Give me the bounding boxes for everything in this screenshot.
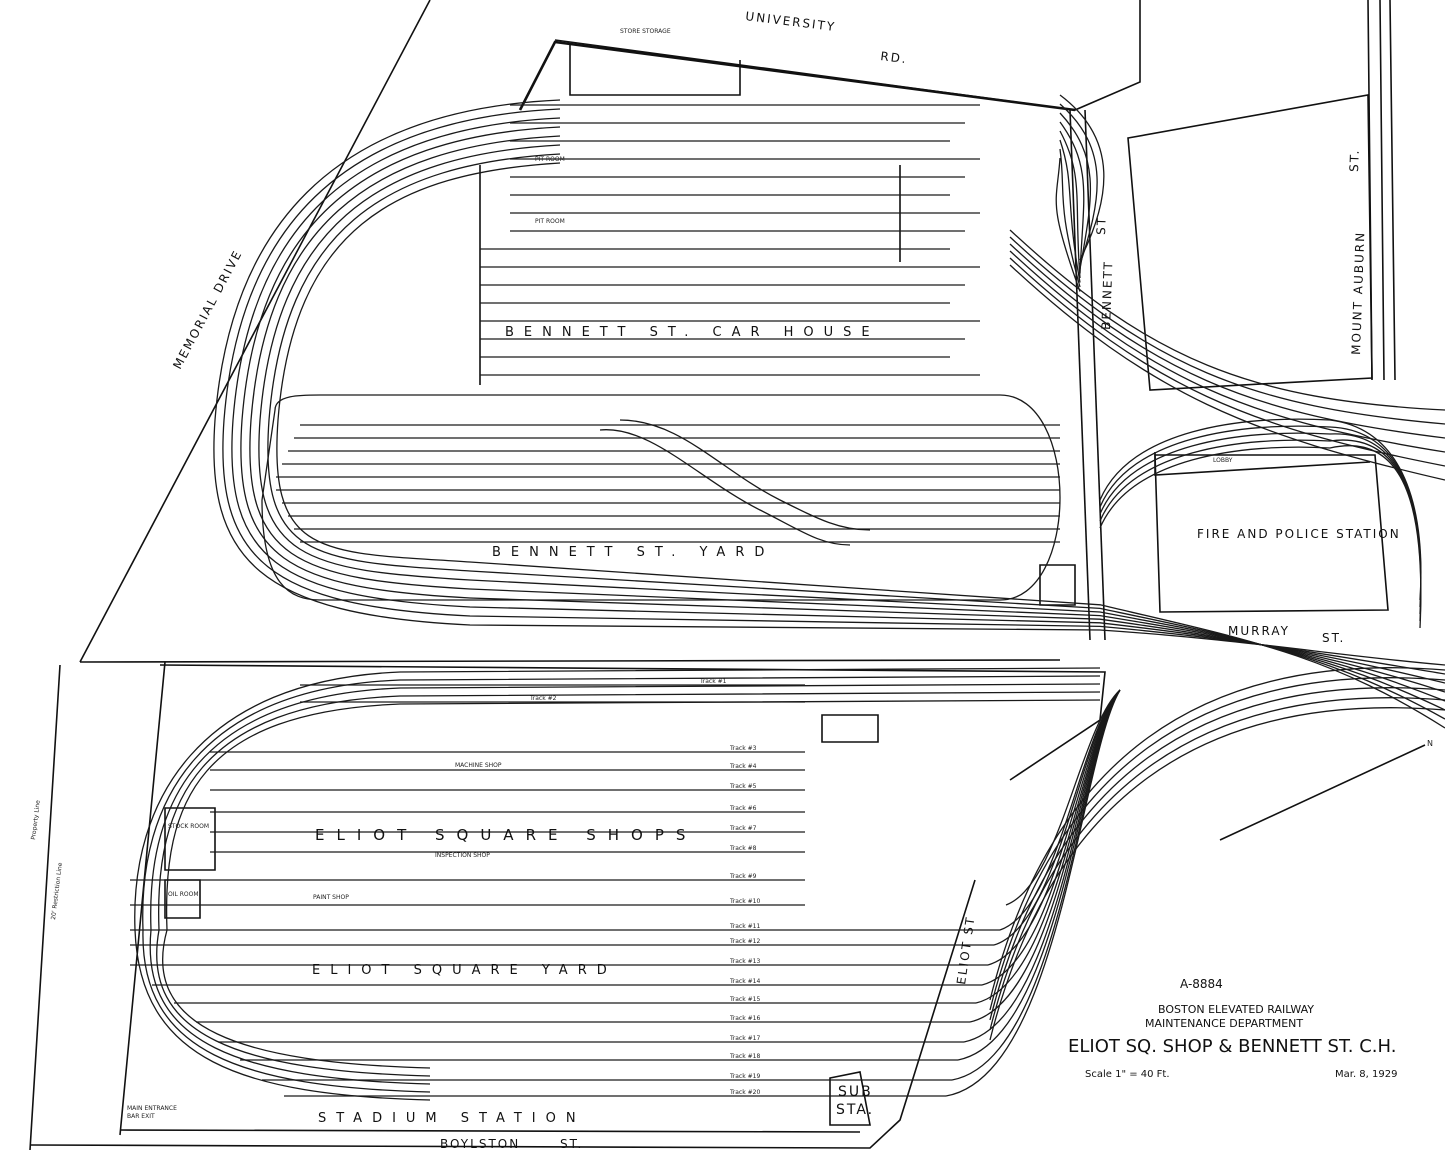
label-lobby: LOBBY bbox=[1213, 457, 1233, 464]
label-sub-station-2: STA. bbox=[836, 1102, 874, 1118]
track-label: Track #5 bbox=[729, 783, 757, 790]
label-paint-shop: PAINT SHOP bbox=[313, 894, 349, 901]
eliot-loop-track bbox=[149, 683, 1101, 1085]
track-label: Track #1 bbox=[699, 678, 727, 685]
label-eliot-yard: ELIOT SQUARE YARD bbox=[312, 963, 617, 978]
loop-track bbox=[276, 157, 1445, 729]
connector-track bbox=[1009, 229, 1445, 411]
label-property-line: Property Line bbox=[30, 800, 42, 841]
connector-track bbox=[1099, 425, 1422, 608]
label-oil-room: OIL ROOM bbox=[168, 891, 199, 898]
track-label: Track #3 bbox=[729, 745, 757, 752]
track-label: Track #12 bbox=[729, 938, 760, 945]
track-label: Track #13 bbox=[729, 958, 760, 965]
label-university-rd: UNIVERSITY bbox=[745, 9, 837, 34]
label-mount-auburn: MOUNT AUBURN bbox=[1349, 231, 1367, 355]
label-boylston-suffix: ST. bbox=[560, 1137, 583, 1151]
label-murray-st-suffix: ST. bbox=[1322, 631, 1345, 645]
eliot-loop-track bbox=[134, 667, 1101, 1101]
north-arrow-label: N bbox=[1427, 739, 1433, 748]
track-label: Track #15 bbox=[729, 996, 760, 1003]
connector-track bbox=[1099, 432, 1422, 615]
track-label: Track #19 bbox=[729, 1073, 760, 1080]
label-murray-st: MURRAY bbox=[1228, 624, 1290, 638]
label-mount-auburn-suffix: ST. bbox=[1347, 148, 1362, 172]
branch-track bbox=[989, 697, 1445, 1031]
drawing-title: ELIOT SQ. SHOP & BENNETT ST. C.H. bbox=[1068, 1036, 1396, 1057]
loop-track bbox=[249, 130, 1445, 702]
branch-track bbox=[989, 687, 1445, 1021]
label-store-storage: STORE STORAGE bbox=[620, 28, 671, 35]
track-label: Track #14 bbox=[729, 978, 760, 985]
connector-track bbox=[1009, 264, 1445, 481]
label-inspection-shop: INSPECTION SHOP bbox=[435, 852, 490, 859]
track-label: Track #11 bbox=[729, 923, 760, 930]
loop-track bbox=[231, 112, 1445, 684]
department: MAINTENANCE DEPARTMENT bbox=[1145, 1017, 1303, 1030]
date: Mar. 8, 1929 bbox=[1335, 1069, 1397, 1080]
eliot-loop-track bbox=[162, 699, 1101, 1069]
track-label: Track #10 bbox=[729, 898, 760, 905]
yard-loop bbox=[261, 394, 1061, 601]
label-pit-room-2: PIT ROOM bbox=[535, 218, 565, 225]
track-label: Track #8 bbox=[729, 845, 757, 852]
title-block: A-8884 BOSTON ELEVATED RAILWAY MAINTENAN… bbox=[1068, 977, 1397, 1080]
label-university-rd-suffix: RD. bbox=[880, 49, 909, 66]
track-label: Track #9 bbox=[729, 873, 757, 880]
track-label: Track #16 bbox=[729, 1015, 760, 1022]
track-label: Track #20 bbox=[729, 1089, 760, 1096]
track-label: Track #18 bbox=[729, 1053, 760, 1060]
label-bar-exit: BAR EXIT bbox=[127, 1113, 155, 1120]
track-network bbox=[130, 94, 1445, 1101]
label-boylston: BOYLSTON bbox=[440, 1137, 520, 1151]
scale: Scale 1" = 40 Ft. bbox=[1085, 1069, 1170, 1080]
organization: BOSTON ELEVATED RAILWAY bbox=[1158, 1003, 1314, 1016]
eliot-loop-track bbox=[142, 675, 1101, 1093]
yard-crossover bbox=[599, 429, 851, 546]
label-restriction-line: 20' Restriction Line bbox=[50, 862, 64, 920]
connector-track bbox=[1099, 445, 1422, 629]
yard-crossover bbox=[619, 419, 871, 531]
connector-track bbox=[1009, 243, 1445, 439]
track-labels: Track #1 Track #2 Track #3 Track #4 Track #5… bbox=[529, 678, 760, 1096]
loop-track bbox=[240, 121, 1445, 693]
label-machine-shop: MACHINE SHOP bbox=[455, 762, 502, 769]
label-eliot-shops: ELIOT SQUARE SHOPS bbox=[315, 826, 697, 844]
label-car-house: BENNETT ST. CAR HOUSE bbox=[505, 325, 880, 340]
connector-track bbox=[1009, 250, 1445, 453]
label-stock-room: STOCK ROOM bbox=[168, 823, 209, 830]
eliot-lead-track bbox=[945, 689, 1121, 1097]
drawing-number: A-8884 bbox=[1180, 977, 1223, 991]
label-pit-room-1: PIT ROOM bbox=[535, 156, 565, 163]
label-main-entrance: MAIN ENTRANCE bbox=[127, 1105, 177, 1112]
eliot-loop-track bbox=[156, 691, 1101, 1077]
track-label: Track #7 bbox=[729, 825, 757, 832]
eliot-lead-track bbox=[1005, 689, 1121, 906]
track-label: Track #2 bbox=[529, 695, 557, 702]
track-label: Track #17 bbox=[729, 1035, 760, 1042]
branch-track bbox=[989, 707, 1445, 1041]
branch-track bbox=[989, 667, 1445, 1001]
label-fire-police-station: FIRE AND POLICE STATION bbox=[1197, 527, 1401, 541]
label-sub-station: SUB bbox=[838, 1084, 873, 1100]
label-bennett-yard: BENNETT ST. YARD bbox=[492, 545, 774, 560]
track-label: Track #4 bbox=[729, 763, 757, 770]
loop-track bbox=[222, 103, 1445, 675]
connector-track bbox=[1009, 236, 1445, 425]
label-eliot-st: ELIOT ST bbox=[954, 915, 978, 986]
label-stadium-station: STADIUM STATION bbox=[318, 1111, 586, 1126]
label-bennett-st-suffix: ST bbox=[1094, 216, 1109, 235]
label-bennett-st: BENNETT bbox=[1099, 260, 1115, 330]
track-label: Track #6 bbox=[729, 805, 757, 812]
connector-track bbox=[1009, 257, 1445, 467]
